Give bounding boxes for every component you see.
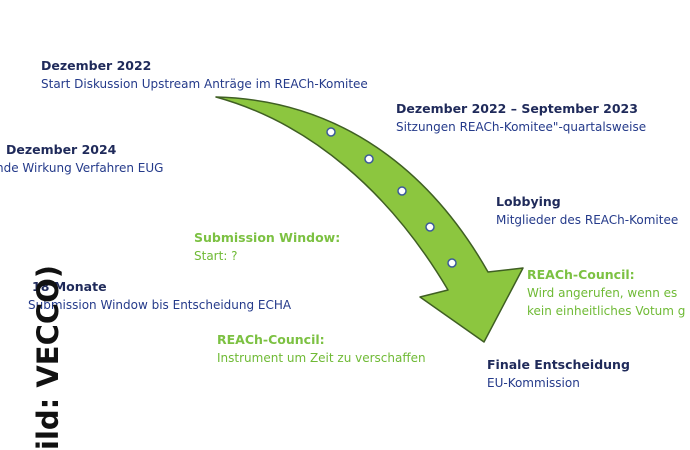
timeline-dot-3 (397, 186, 407, 196)
milestone-body: Mitglieder des REACh-Komitee (496, 213, 679, 227)
milestone-body: Start: ? (194, 249, 238, 263)
milestone-body: Start Diskussion Upstream Anträge im REA… (41, 77, 368, 91)
milestone-18-months: 18 Monate Submission Window bis Entschei… (28, 278, 291, 314)
milestone-final-decision: Finale Entscheidung EU-Kommission (487, 356, 630, 392)
milestone-dec-2022-sep-2023: Dezember 2022 – September 2023 Sitzungen… (396, 100, 646, 136)
milestone-title: Finale Entscheidung (487, 357, 630, 372)
milestone-body: Sitzungen REACh-Komitee"-quartalsweise (396, 120, 647, 134)
milestone-body-line-2: kein einheitliches Votum g (527, 304, 686, 318)
milestone-title: Dezember 2024 (6, 142, 117, 157)
milestone-body: EU-Kommission (487, 376, 580, 390)
milestone-reach-council-time: REACh-Council: Instrument um Zeit zu ver… (217, 331, 426, 367)
arrow-shape (215, 96, 524, 343)
milestone-title: 18 Monate (32, 279, 107, 294)
milestone-body: Submission Window bis Entscheidung ECHA (28, 298, 292, 312)
milestone-title: Submission Window: (194, 230, 341, 245)
timeline-dot-4 (425, 222, 435, 232)
milestone-lobbying: Lobbying Mitglieder des REACh-Komitee (496, 193, 678, 229)
milestone-title: Lobbying (496, 194, 561, 209)
milestone-body-line-1: Wird angerufen, wenn es (527, 286, 678, 300)
milestone-body: nde Wirkung Verfahren EUG (0, 161, 164, 175)
timeline-dot-1 (326, 127, 336, 137)
milestone-title: REACh-Council: (217, 332, 325, 347)
milestone-title: Dezember 2022 – September 2023 (396, 101, 638, 116)
milestone-reach-council-vote: REACh-Council: Wird angerufen, wenn es k… (527, 266, 685, 320)
image-credit: ild: VECCO) (31, 264, 65, 450)
milestone-submission-window: Submission Window: Start: ? (194, 229, 340, 265)
milestone-title: Dezember 2022 (41, 58, 152, 73)
timeline-dot-2 (364, 154, 374, 164)
milestone-dec-2022: Dezember 2022 Start Diskussion Upstream … (41, 57, 368, 93)
milestone-title: REACh-Council: (527, 267, 635, 282)
milestone-body: Instrument um Zeit zu verschaffen (217, 351, 426, 365)
milestone-dec-2024: Dezember 2024 nde Wirkung Verfahren EUG (0, 141, 163, 177)
timeline-dot-5 (447, 258, 457, 268)
